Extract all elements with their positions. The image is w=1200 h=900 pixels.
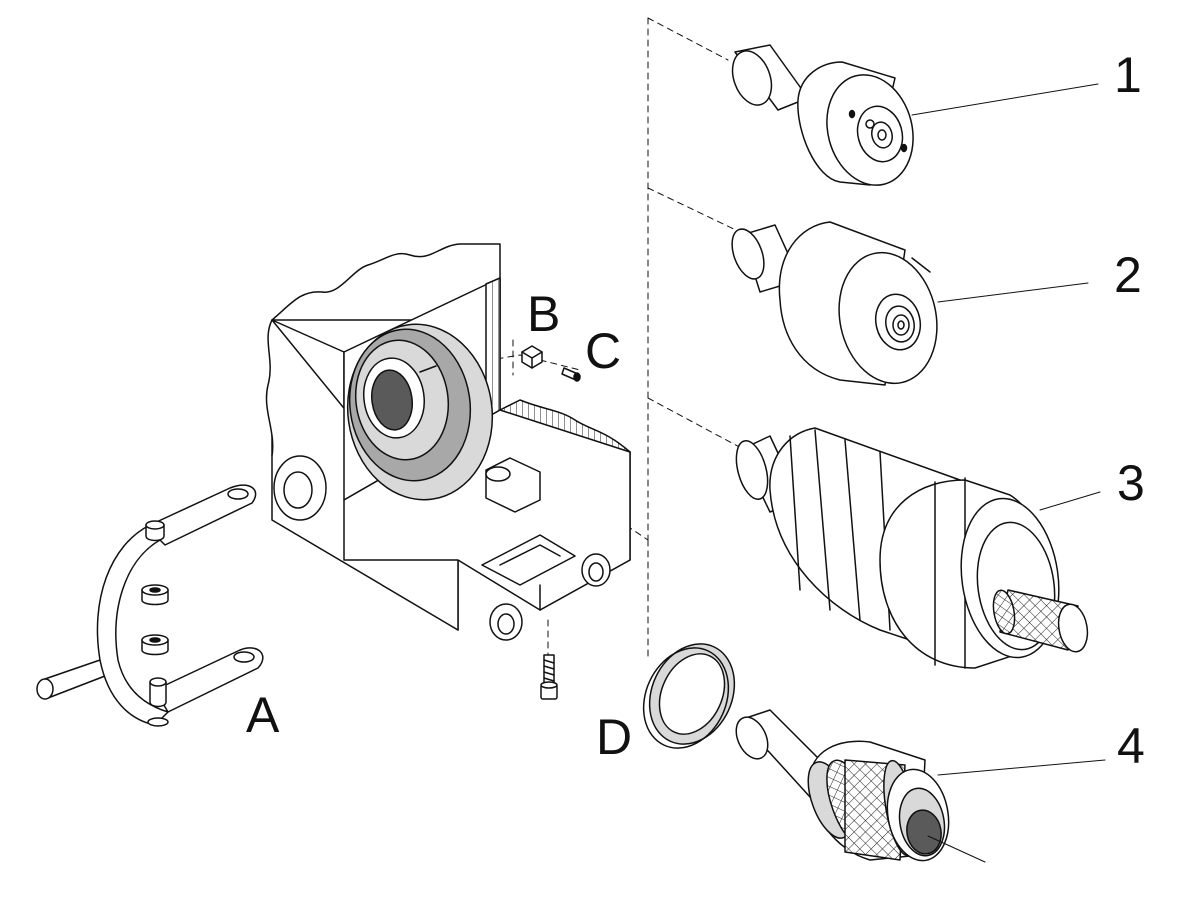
- callout-labels: A B C D 1 2 3 4: [246, 47, 1145, 774]
- knurled-collet-adapter-icon: [735, 709, 950, 862]
- label-4: 4: [1117, 718, 1145, 774]
- tool-holder-yoke-icon: [36, 484, 264, 727]
- label-D: D: [596, 709, 632, 765]
- retaining-ring-icon: [642, 643, 736, 749]
- knurled-adapter-icon: [735, 427, 1089, 669]
- label-C: C: [585, 323, 621, 379]
- short-drum-adapter-icon: [731, 44, 914, 186]
- label-B: B: [527, 286, 560, 342]
- key-block-icon: [521, 345, 543, 369]
- label-A: A: [246, 687, 280, 743]
- leader-lines: [911, 83, 1106, 863]
- main-housing: [265, 243, 631, 641]
- drum-adapter-icon: [731, 221, 938, 386]
- label-3: 3: [1117, 455, 1145, 511]
- label-1: 1: [1114, 47, 1142, 103]
- bolt-icon: [540, 654, 558, 700]
- set-screw-icon: [561, 367, 581, 382]
- label-2: 2: [1114, 247, 1142, 303]
